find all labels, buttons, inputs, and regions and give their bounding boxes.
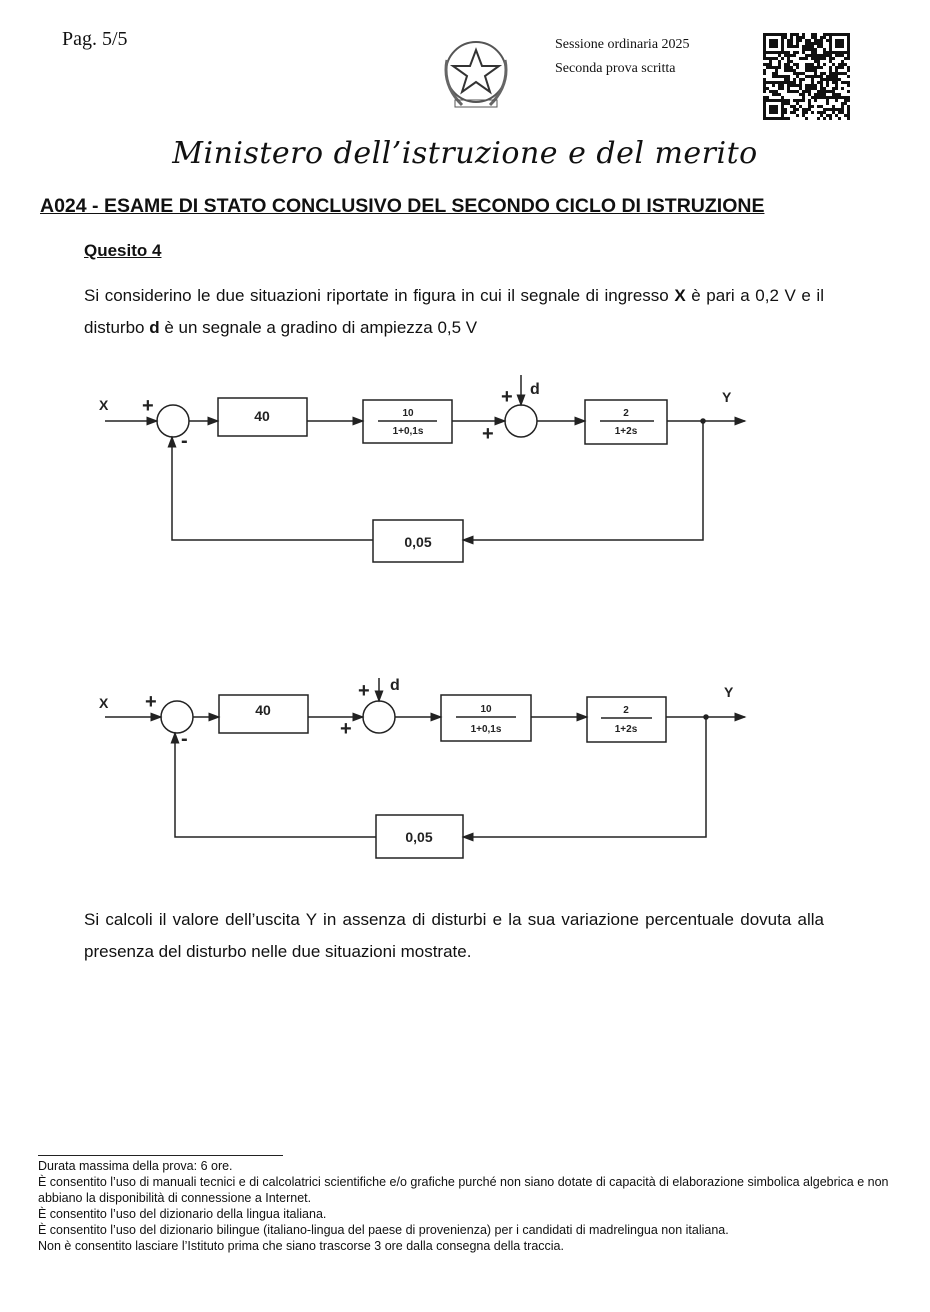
plus-sign: + [358,680,370,702]
g1-numerator: 10 [402,408,414,419]
question-title: Quesito 4 [84,241,162,260]
g2-numerator: 2 [623,408,629,419]
minus-sign: - [181,728,188,750]
input-label: X [99,397,109,413]
plus-sign: + [501,386,513,408]
intro-text: Si considerino le due situazioni riporta… [84,286,675,305]
g2-denominator: 1+2s [615,426,638,437]
disturbance-label: d [530,381,540,398]
diagram-1 [105,375,747,563]
question-intro: Si considerino le due situazioni riporta… [84,280,824,344]
plus-sign: + [482,423,494,445]
footer-note: Durata massima della prova: 6 ore. [38,1159,233,1173]
exam-heading: A024 - ESAME DI STATO CONCLUSIVO DEL SEC… [40,195,765,217]
gain-block: 40 [254,408,270,424]
page-number: Pag. 5/5 [62,28,128,50]
plus-sign: + [142,395,154,417]
footer-notes: Durata massima della prova: 6 ore. È con… [38,1158,898,1254]
output-label: Y [724,684,734,700]
gain-block: 40 [255,702,271,718]
plus-sign: + [340,718,352,740]
g1-numerator: 10 [480,704,492,715]
footer-note: È consentito l’uso di manuali tecnici e … [38,1175,889,1205]
session-info: Sessione ordinaria 2025 Seconda prova sc… [555,33,690,81]
qr-code-icon [763,33,850,120]
exam-part-label: Seconda prova scritta [555,61,676,76]
intro-text: è un segnale a gradino di ampiezza 0,5 V [159,318,478,337]
intro-text: è pari a 0,2 V e il disturbo [84,286,824,337]
feedback-block: 0,05 [404,534,431,550]
plus-sign: + [145,691,157,713]
session-label: Sessione ordinaria 2025 [555,37,690,52]
minus-sign: - [181,430,188,452]
footer-note: È consentito l’uso del dizionario della … [38,1207,327,1221]
g2-denominator: 1+2s [615,724,638,735]
footer-note: È consentito l’uso del dizionario biling… [38,1223,729,1237]
footer-note: Non è consentito lasciare l’Istituto pri… [38,1239,564,1253]
g2-numerator: 2 [623,705,629,716]
feedback-block: 0,05 [405,829,432,845]
intro-d: d [149,318,160,337]
disturbance-label: d [390,677,400,694]
input-label: X [99,695,109,711]
ministry-title: Ministero dell’istruzione e del merito [172,136,758,171]
republic-emblem-icon [444,41,508,108]
g1-denominator: 1+0,1s [393,426,424,437]
diagram-2 [105,678,747,859]
diagram-1-labels: X + - 40 10 1+0,1s + d + 2 1+2s Y 0,05 [99,381,732,550]
g1-denominator: 1+0,1s [471,724,502,735]
intro-x: X [674,286,686,305]
footer-divider [38,1155,283,1156]
output-label: Y [722,389,732,405]
question-task: Si calcoli il valore dell’uscita Y in as… [84,910,824,961]
diagram-2-labels: X + - 40 + d + 10 1+0,1s 2 1+2s Y 0,05 [99,677,734,845]
